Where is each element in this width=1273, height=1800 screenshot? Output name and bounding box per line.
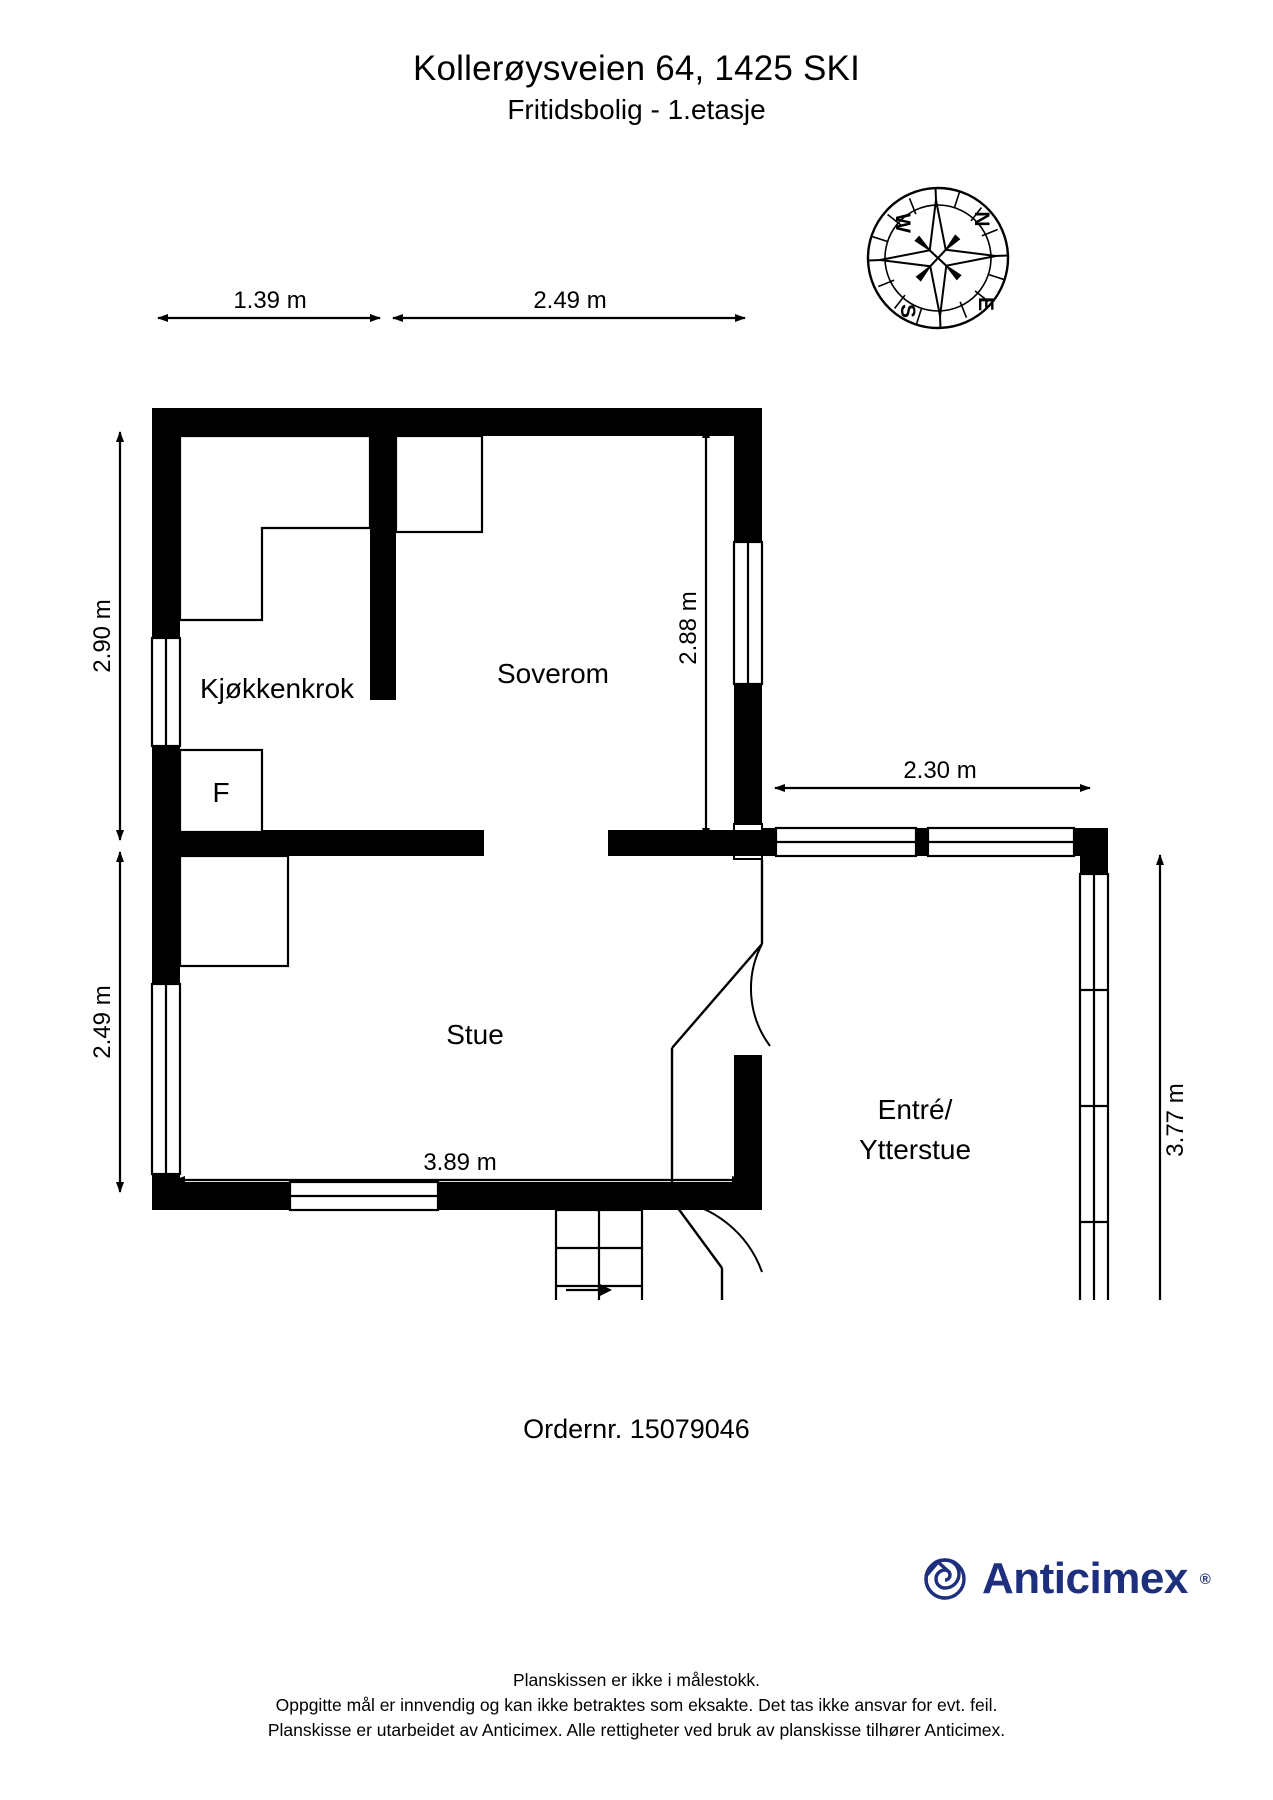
wall-interior-vertical (370, 420, 396, 700)
order-number: Ordernr. 15079046 (523, 1414, 750, 1444)
dimension-left-lower: 2.49 m (89, 851, 124, 1193)
dimension-right-outer-label: 3.77 m (1162, 1083, 1189, 1156)
door-swing-stue-entre (749, 943, 771, 1047)
window-entre-right (1078, 872, 1110, 1338)
wall-interior-horizontal-left (166, 830, 484, 856)
window-soverom-right (732, 540, 764, 686)
room-label-entre-line1: Entré/ (878, 1094, 953, 1125)
footer-line-3: Planskisse er utarbeidet av Anticimex. A… (267, 1719, 1006, 1740)
window-stue-bottom (288, 1180, 440, 1212)
dimension-inner-right-label: 2.88 m (675, 591, 702, 664)
wall-entre-right-top (1080, 856, 1108, 874)
compass-label-east: E (974, 297, 997, 311)
dimension-top-right-label: 2.49 m (533, 287, 606, 314)
dimension-entre-top-label: 2.30 m (903, 757, 976, 784)
anticimex-spiral-icon (920, 1552, 970, 1607)
dimension-left-upper-label: 2.90 m (89, 599, 116, 672)
door-swing-entre-outside (671, 1199, 763, 1273)
refrigerator-label: F (212, 777, 229, 808)
room-label-kjokkenkrok: Kjøkkenkrok (200, 673, 355, 704)
room-label-soverom: Soverom (497, 658, 609, 689)
dimension-left-upper: 2.90 m (89, 431, 124, 841)
dimension-left-lower-label: 2.49 m (89, 985, 116, 1058)
stairs-direction-arrow (566, 1283, 612, 1297)
page-title: Kollerøysveien 64, 1425 SKI Fritidsbolig… (0, 48, 1273, 127)
property-subtitle: Fritidsbolig - 1.etasje (507, 94, 766, 126)
wall-left-upper (152, 408, 180, 638)
wall-top (152, 408, 762, 436)
footer-line-1: Planskissen er ikke i målestokk. (512, 1670, 761, 1690)
window-entre-top-a (774, 826, 918, 858)
compass-label-north: N (970, 211, 993, 226)
anticimex-registered-mark: ® (1199, 1570, 1211, 1588)
dimension-top-right: 2.49 m (392, 287, 746, 322)
window-entre-top-b (926, 826, 1076, 858)
dimension-top-left-label: 1.39 m (233, 287, 306, 314)
footer-disclaimer: Planskissen er ikke i målestokk. Oppgitt… (0, 1668, 1273, 1743)
property-address: Kollerøysveien 64, 1425 SKI (412, 49, 861, 88)
dimension-right-outer: 3.77 m (1156, 854, 1189, 1383)
bedroom-closet (394, 434, 484, 534)
dimension-inner-right: 2.88 m (675, 427, 710, 839)
compass-label-west: W (891, 213, 914, 233)
stue-cabinet (178, 854, 290, 968)
kitchen-counter (178, 434, 372, 622)
wall-interior-horizontal-right (608, 830, 762, 856)
wall-entre-corner-tr (1074, 828, 1108, 856)
dimension-stue-bottom: 3.89 m (174, 1149, 743, 1184)
compass-rose-icon: N E S W (863, 183, 1013, 333)
wall-left-mid (152, 746, 180, 984)
anticimex-logo: Anticimex ® (920, 1548, 1211, 1610)
compass-label-south: S (896, 304, 919, 318)
dimension-top-left: 1.39 m (157, 287, 381, 322)
room-label-entre-line2: Ytterstue (859, 1134, 971, 1165)
anticimex-wordmark: Anticimex (982, 1554, 1188, 1603)
room-label-stue: Stue (446, 1019, 504, 1050)
wall-right-mid (734, 684, 762, 824)
dimension-entre-top: 2.30 m (774, 757, 1091, 792)
wall-right-upper (734, 408, 762, 542)
footer-line-2: Oppgitte mål er innvendig og kan ikke be… (275, 1694, 998, 1715)
wall-bottom (152, 1182, 762, 1210)
dimension-stue-bottom-label: 3.89 m (423, 1149, 496, 1176)
floorplan-drawing: 1.39 m 2.49 m 2.90 m 2.49 m 2.88 m (89, 287, 1189, 1383)
refrigerator (178, 748, 264, 834)
window-kitchen-left (150, 636, 182, 748)
window-stue-left (150, 982, 182, 1176)
